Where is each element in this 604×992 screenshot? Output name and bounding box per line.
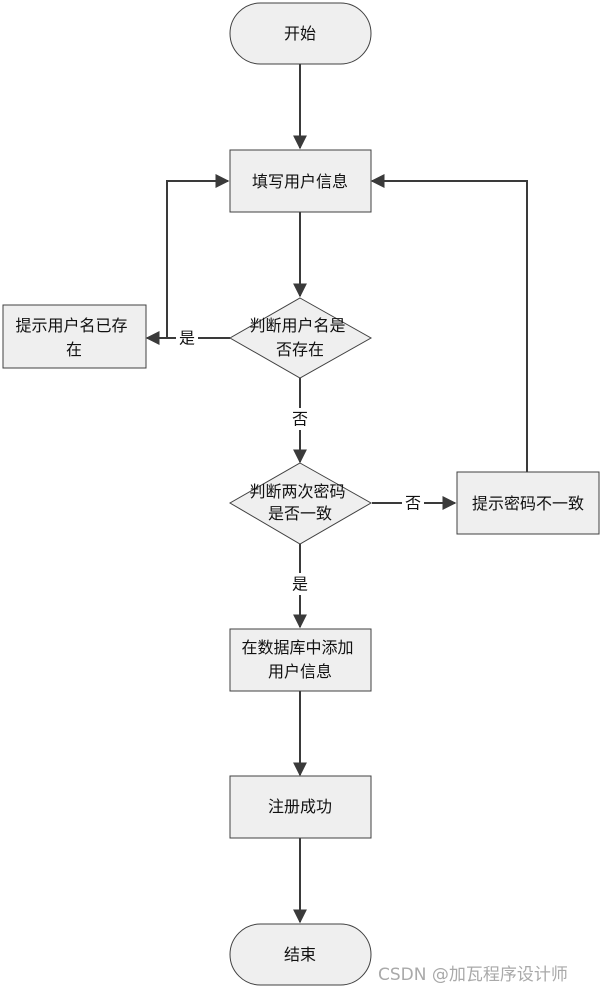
edge-label-pwd-yes: 是 [292,575,308,594]
process-box [229,628,372,692]
terminator-shape [229,2,372,65]
edge-name-exists-back [166,174,230,338]
svg-text:注册成功: 注册成功 [268,797,332,816]
node-check-pwd: 判断两次密码 是否一致 [229,462,373,545]
node-name-exists: 提示用户名已存 在 [2,304,147,369]
node-fill-info-label: 填写用户信息 [252,172,348,191]
svg-text:提示用户名已存 在: 提示用户名已存 在 [15,316,132,359]
node-check-name-line-1: 判断用户名是 [249,316,345,335]
svg-text:结束: 结束 [284,945,316,964]
svg-text:提示密码不一致: 提示密码不一致 [472,494,584,513]
node-start: 开始 [229,2,372,65]
edge-label-name-no: 否 [292,410,308,429]
process-box [456,471,600,535]
decision-diamond [228,297,373,379]
terminator-shape [229,923,372,986]
node-check-pwd-line-2: 是否一致 [268,504,332,523]
node-check-pwd-line-1: 判断两次密码 [249,482,345,501]
node-name-exists-line-1: 提示用户名已存 [15,316,127,335]
node-pwd-mismatch: 提示密码不一致 [456,471,600,535]
svg-text:开始: 开始 [284,24,316,43]
node-name-exists-line-2: 在 [66,340,82,359]
process-box [229,775,372,839]
edge-pwd-mismatch-back [370,174,528,472]
node-add-db: 在数据库中添加 用户信息 [229,628,372,692]
decision-diamond [229,462,373,545]
process-box [229,149,372,213]
node-success-label: 注册成功 [268,797,332,816]
node-add-db-line-1: 在数据库中添加 [241,638,353,657]
node-fill-info: 填写用户信息 [229,149,372,213]
node-start-label: 开始 [284,24,316,43]
node-pwd-mismatch-label: 提示密码不一致 [472,494,584,513]
watermark: CSDN @加瓦程序设计师 [378,965,568,985]
edge-labels: 是 否 否 是 [176,327,424,595]
edge-label-name-yes: 是 [179,329,195,348]
svg-text:在数据库中添加 用户信息: 在数据库中添加 用户信息 [241,638,358,681]
node-add-db-line-2: 用户信息 [268,662,332,681]
svg-text:判断用户名是 否存在: 判断用户名是 否存在 [249,316,350,359]
process-box [2,304,147,369]
node-end: 结束 [229,923,372,986]
node-end-label: 结束 [284,945,316,964]
edge-label-pwd-no: 否 [405,494,421,513]
node-check-name: 判断用户名是 否存在 [228,297,373,379]
svg-text:判断两次密码 是否一致: 判断两次密码 是否一致 [249,482,350,523]
svg-text:填写用户信息: 填写用户信息 [252,172,348,191]
node-check-name-line-2: 否存在 [276,340,324,359]
node-success: 注册成功 [229,775,372,839]
